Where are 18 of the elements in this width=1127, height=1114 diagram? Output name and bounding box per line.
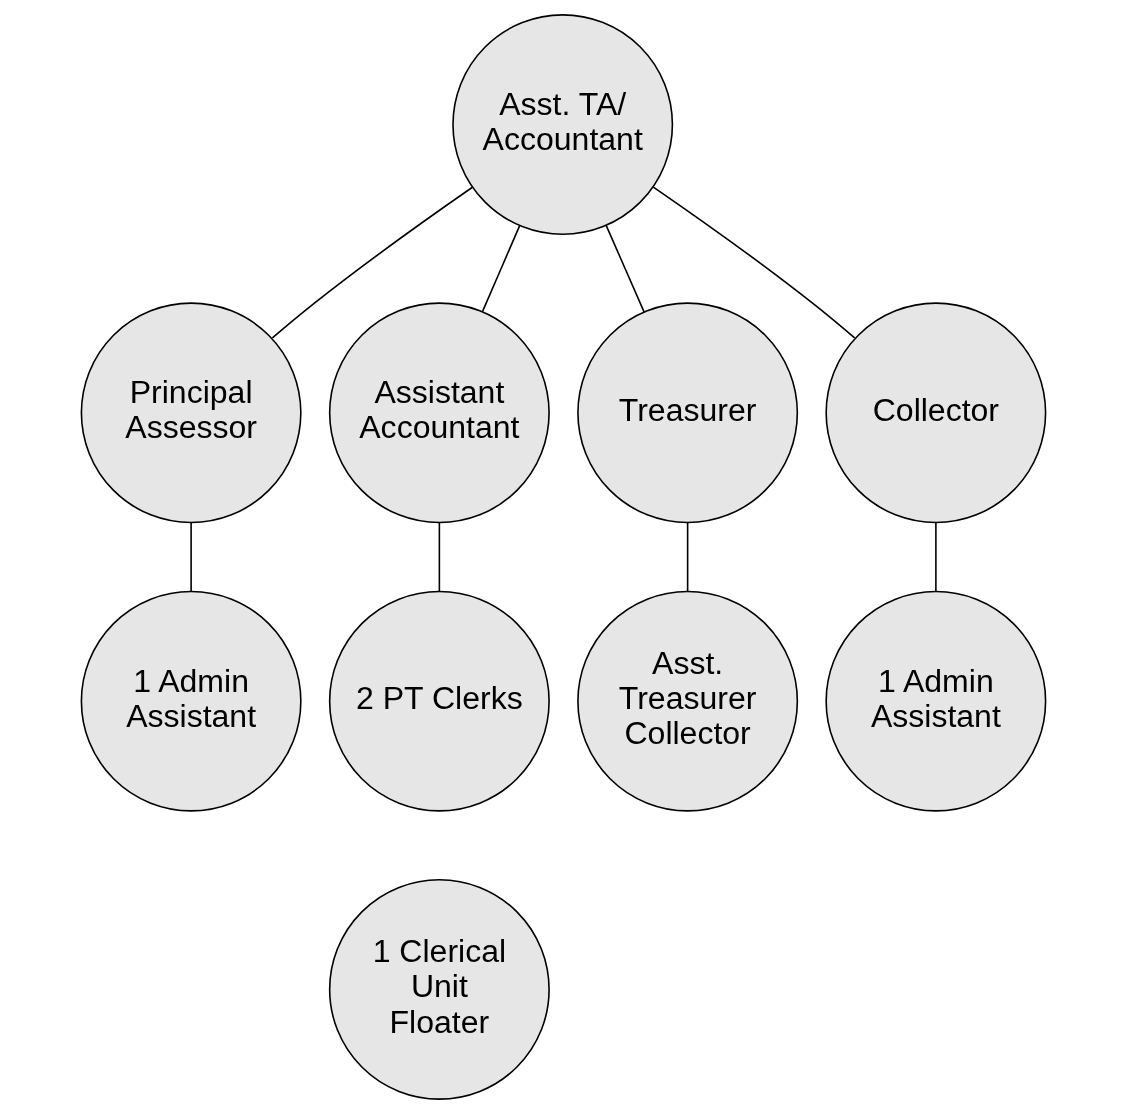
connector [271,186,473,339]
connector [605,225,645,313]
node-circle: Collector [825,302,1047,524]
node-circle: 1 Clerical Unit Floater [328,878,550,1100]
node-circle: 1 Admin Assistant [80,590,302,812]
node-circle: 2 PT Clerks [328,590,550,812]
connector [438,521,441,593]
connector [652,186,856,339]
node-circle: 1 Admin Assistant [825,590,1047,812]
node-circle: Asst. TA/ Accountant [452,14,674,236]
node-circle: Principal Assessor [80,302,302,524]
connector [481,225,521,313]
connector [190,521,192,593]
connector [935,521,937,593]
node-circle: Asst. Treasurer Collector [577,590,799,812]
node-circle: Assistant Accountant [328,302,550,524]
connector [686,521,689,593]
node-circle: Treasurer [577,302,799,524]
